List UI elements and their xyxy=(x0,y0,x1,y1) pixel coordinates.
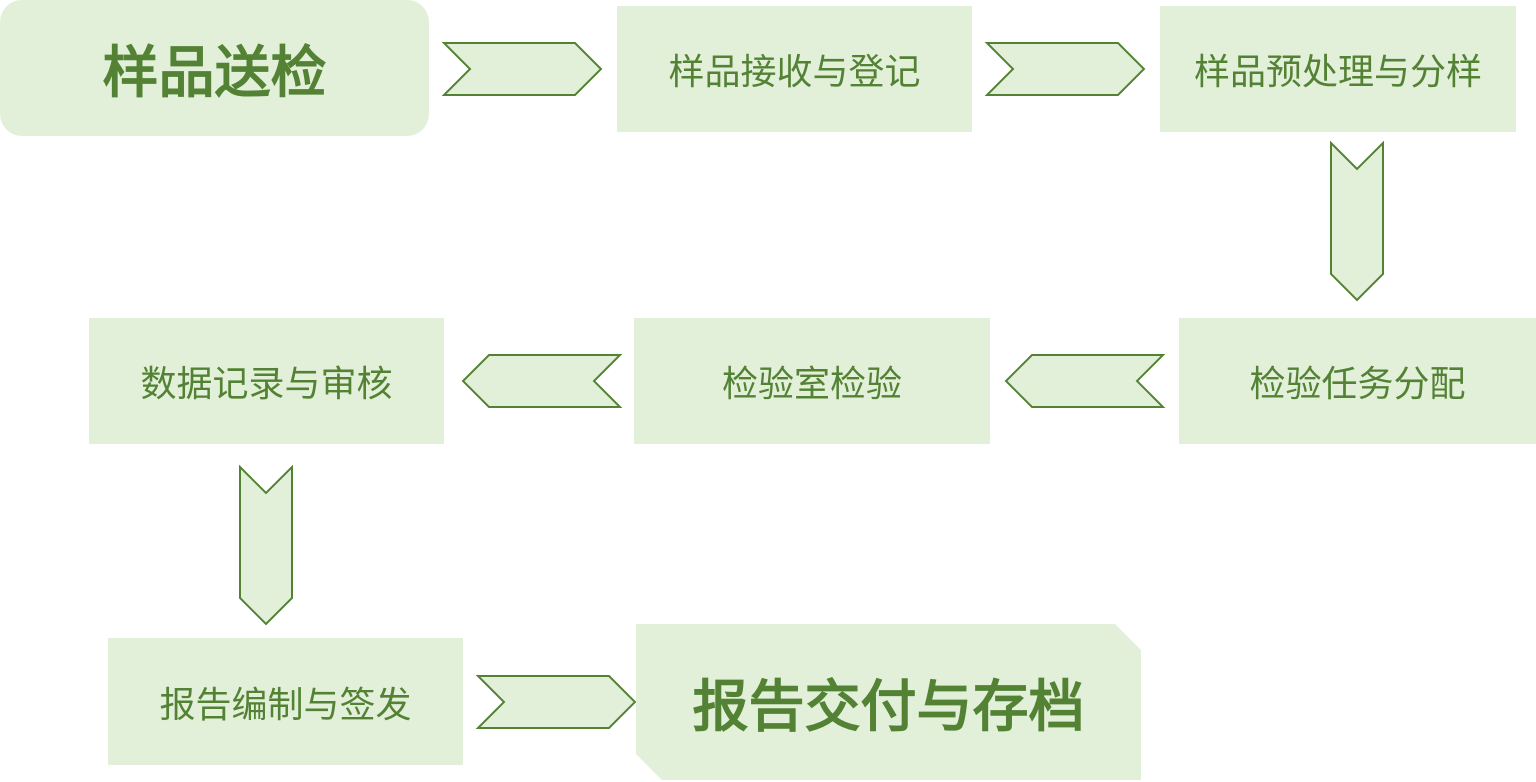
step-task-assignment-label: 检验任务分配 xyxy=(1249,364,1466,405)
step-report-compilation: 报告编制与签发 xyxy=(108,638,463,765)
arrow-right-3 xyxy=(475,675,637,729)
step-data-recording: 数据记录与审核 xyxy=(89,318,444,444)
arrow-right-2 xyxy=(984,42,1146,96)
step-lab-testing-label: 检验室检验 xyxy=(721,364,902,405)
arrow-down-2 xyxy=(239,464,293,626)
arrow-left-1 xyxy=(1004,354,1166,408)
arrow-left-2 xyxy=(461,354,623,408)
arrow-down-1 xyxy=(1330,140,1384,302)
step-sample-receipt-label: 样品接收与登记 xyxy=(668,52,921,93)
step-task-assignment: 检验任务分配 xyxy=(1179,318,1536,444)
step-lab-testing: 检验室检验 xyxy=(634,318,990,444)
step-sample-submission: 样品送检 xyxy=(0,0,429,136)
step-report-compilation-label: 报告编制与签发 xyxy=(159,684,412,726)
step-report-delivery: 报告交付与存档 xyxy=(636,624,1141,780)
arrow-right-1 xyxy=(441,42,603,96)
step-report-delivery-label: 报告交付与存档 xyxy=(692,674,1085,740)
step-data-recording-label: 数据记录与审核 xyxy=(140,364,393,405)
step-sample-receipt: 样品接收与登记 xyxy=(617,6,972,132)
step-sample-pretreatment: 样品预处理与分样 xyxy=(1160,6,1516,132)
step-sample-pretreatment-label: 样品预处理与分样 xyxy=(1193,52,1482,93)
step-sample-submission-label: 样品送检 xyxy=(102,40,327,106)
